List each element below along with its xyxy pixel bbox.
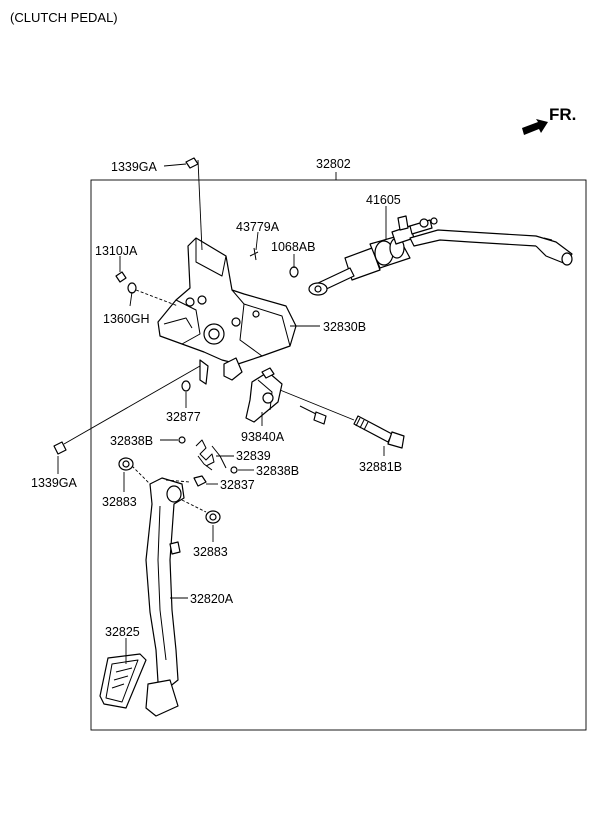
clip-1068AB bbox=[289, 266, 299, 278]
pin-43779A bbox=[249, 247, 259, 261]
nut-1339GA-top bbox=[185, 157, 199, 169]
label-32837: 32837 bbox=[220, 478, 255, 492]
label-93840A: 93840A bbox=[241, 430, 285, 444]
label-1339GA-top: 1339GA bbox=[111, 160, 158, 174]
pivot-bolt bbox=[353, 415, 405, 449]
bushing-32883-right bbox=[205, 510, 221, 524]
bushing-32877 bbox=[181, 380, 191, 392]
washer-1360GH bbox=[127, 282, 137, 294]
label-32838B-left: 32838B bbox=[110, 434, 153, 448]
nut-1339GA-left bbox=[53, 441, 67, 455]
clutch-master-cylinder bbox=[308, 215, 573, 296]
part-labels: 1339GA 32802 41605 43779A 1068AB 1310JA … bbox=[31, 157, 402, 639]
pedal-pad bbox=[99, 653, 147, 709]
bushing-32837 bbox=[193, 475, 207, 487]
bushing-32883-left bbox=[118, 457, 134, 471]
pedal-arm bbox=[145, 477, 185, 717]
label-32881B: 32881B bbox=[359, 460, 402, 474]
leader-lines bbox=[57, 159, 387, 664]
label-32820A: 32820A bbox=[190, 592, 234, 606]
label-1310JA: 1310JA bbox=[95, 244, 138, 258]
clutch-switch bbox=[245, 367, 283, 423]
label-32839: 32839 bbox=[236, 449, 271, 463]
front-arrow-icon bbox=[522, 119, 548, 135]
pedal-bracket bbox=[157, 237, 297, 385]
label-32883-left: 32883 bbox=[102, 495, 137, 509]
label-1360GH: 1360GH bbox=[103, 312, 150, 326]
label-32830B: 32830B bbox=[323, 320, 366, 334]
switch-bolt bbox=[299, 405, 327, 425]
stopper-32838B-right bbox=[230, 466, 238, 474]
stopper-32838B-left bbox=[178, 436, 186, 444]
label-32825: 32825 bbox=[105, 625, 140, 639]
front-direction-indicator: FR. bbox=[522, 105, 576, 135]
label-32877: 32877 bbox=[166, 410, 201, 424]
label-1068AB: 1068AB bbox=[271, 240, 315, 254]
nut-1310JA bbox=[115, 271, 127, 283]
label-43779A: 43779A bbox=[236, 220, 280, 234]
label-32883-right: 32883 bbox=[193, 545, 228, 559]
label-1339GA-left: 1339GA bbox=[31, 476, 78, 490]
label-32802: 32802 bbox=[316, 157, 351, 171]
diagram-title: (CLUTCH PEDAL) bbox=[10, 10, 118, 25]
label-32838B-right: 32838B bbox=[256, 464, 299, 478]
assembly-frame bbox=[90, 179, 587, 731]
front-direction-label: FR. bbox=[549, 105, 576, 124]
label-41605: 41605 bbox=[366, 193, 401, 207]
return-spring bbox=[195, 439, 227, 471]
